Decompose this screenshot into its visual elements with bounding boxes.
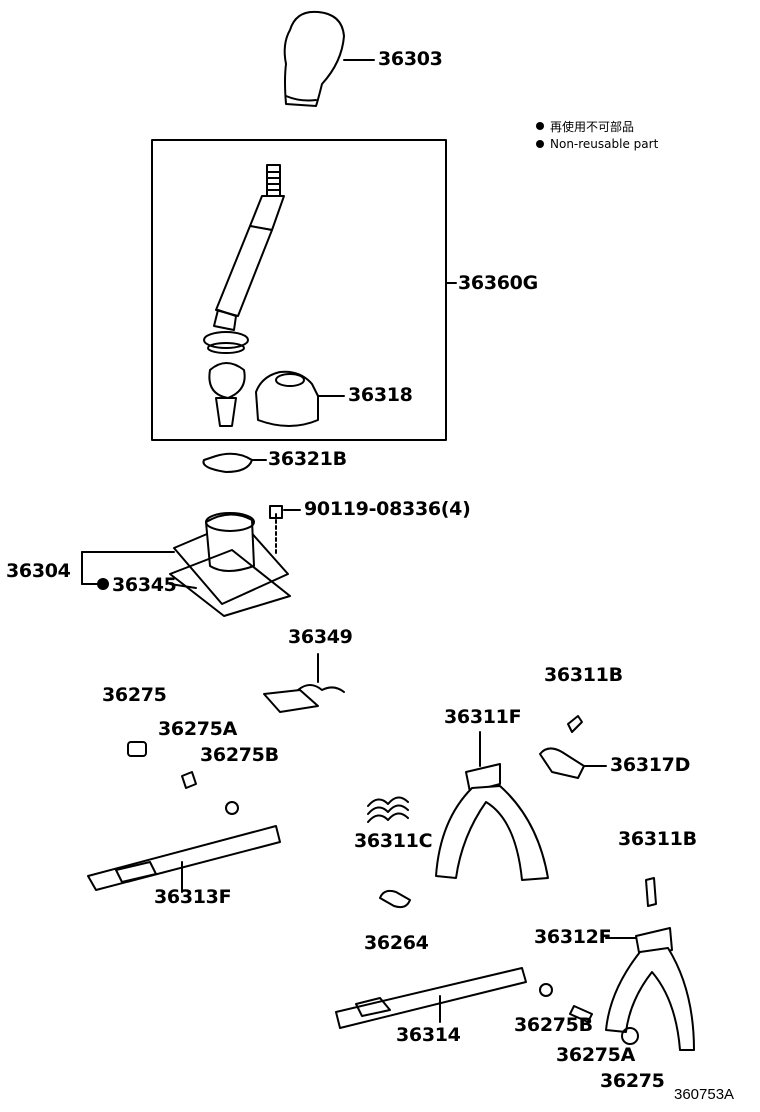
part-label-36360G[interactable]: 36360G [458,272,538,294]
spring-36349 [263,653,345,713]
part-label-36321B[interactable]: 36321B [268,448,347,470]
legend-label: 再使用不可部品 [550,119,635,134]
part-label-36275B[interactable]: 36275B [514,1014,593,1036]
part-label-36275B[interactable]: 36275B [200,744,279,766]
part-label-36311C[interactable]: 36311C [354,830,433,852]
part-label-36264[interactable]: 36264 [364,932,429,954]
shaft-36313F [87,825,281,893]
part-label-36275A[interactable]: 36275A [158,718,238,740]
pin-36311B [645,877,657,907]
assembly-frame [151,139,447,441]
part-label-36349[interactable]: 36349 [288,626,353,648]
fork-36312F [605,927,695,1051]
part-label-36312F[interactable]: 36312F [534,926,612,948]
part-label-36275[interactable]: 36275 [102,684,167,706]
small-parts-right [539,983,639,1045]
part-label-36311F[interactable]: 36311F [444,706,522,728]
part-label-36345[interactable]: 36345 [112,574,177,596]
part-label-36317D[interactable]: 36317D [610,754,691,776]
shift-knob [283,10,375,107]
spring-36311C [367,796,409,823]
small-parts-left [127,741,239,815]
part-label-36313F[interactable]: 36313F [154,886,232,908]
part-label-36311B[interactable]: 36311B [618,828,697,850]
shaft-36314 [335,967,527,1029]
figure-id: 360753A [674,1086,735,1103]
legend-item-en: Non-reusable part [536,135,658,153]
part-label-36311B[interactable]: 36311B [544,664,623,686]
key-36264 [379,889,411,909]
legend-label: Non-reusable part [550,137,659,151]
part-label-36275A[interactable]: 36275A [556,1044,636,1066]
legend: 再使用不可部品 Non-reusable part [536,117,658,153]
legend-item-jp: 再使用不可部品 [536,117,658,135]
part-label-36303[interactable]: 36303 [378,48,443,70]
seat-36318 [255,370,345,427]
part-label-36318[interactable]: 36318 [348,384,413,406]
part-label-36304[interactable]: 36304 [6,560,71,582]
non-reusable-dot-icon [536,122,544,130]
part-label-36314[interactable]: 36314 [396,1024,461,1046]
snap-ring [202,452,267,473]
part-label-36275[interactable]: 36275 [600,1070,665,1092]
fork-36311F [435,731,549,881]
pin-and-head [539,715,607,779]
shift-housing [81,505,301,617]
part-label-90119[interactable]: 90119-08336(4) [304,498,471,520]
shift-lever [203,164,285,427]
non-reusable-dot-icon [536,140,544,148]
